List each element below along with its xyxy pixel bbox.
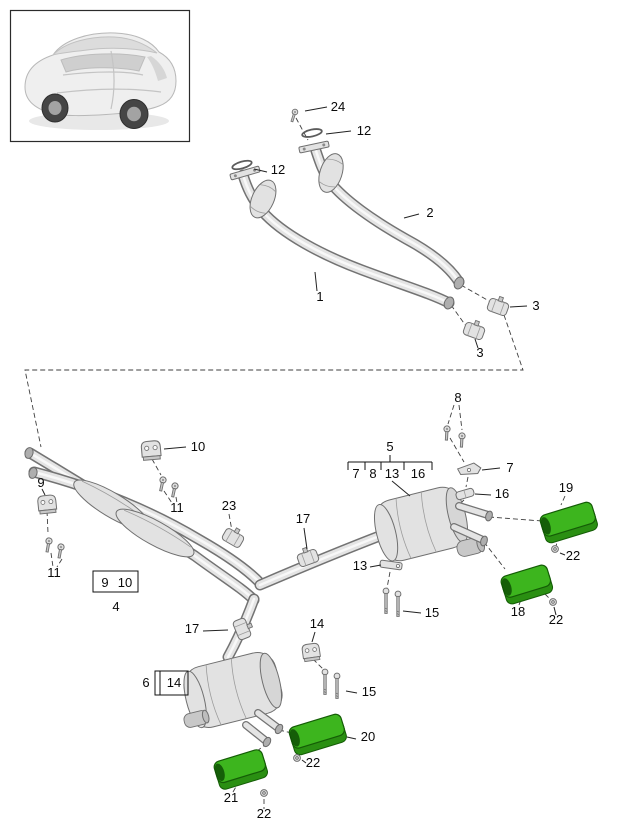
callouts: 24 12 12 2 1 3 3 8 10 7 5 7 8 13 16 16 9… (37, 99, 580, 821)
part-front-pipes (229, 108, 512, 342)
callout-15-right[interactable]: 15 (425, 605, 439, 620)
flange-right (298, 140, 330, 154)
bolt-8 (442, 425, 451, 441)
callout-2[interactable]: 2 (426, 205, 433, 220)
callout-8[interactable]: 8 (454, 390, 461, 405)
callout-17-mid[interactable]: 17 (296, 511, 310, 526)
callout-5-group-16[interactable]: 16 (411, 466, 425, 481)
highlighted-tips (213, 501, 598, 797)
callout-16[interactable]: 16 (495, 486, 509, 501)
callout-20[interactable]: 20 (361, 729, 375, 744)
callout-1[interactable]: 1 (316, 289, 323, 304)
tailpipe-end (274, 723, 284, 735)
callout-17-low[interactable]: 17 (185, 621, 199, 636)
callout-3-right[interactable]: 3 (532, 298, 539, 313)
bolt-15 (333, 672, 341, 699)
callout-6-group-14[interactable]: 14 (167, 675, 181, 690)
tailpipe-tip-19 (539, 501, 598, 544)
callout-21[interactable]: 21 (224, 790, 238, 805)
callout-11-left[interactable]: 11 (47, 565, 61, 580)
resonator-b (115, 508, 195, 558)
callout-4[interactable]: 4 (112, 599, 119, 614)
callout-14[interactable]: 14 (310, 616, 324, 631)
flange-left (229, 165, 261, 181)
clamp-3-lower (461, 317, 488, 342)
pipe-end (453, 276, 465, 290)
callout-6[interactable]: 6 (142, 675, 149, 690)
callout-9[interactable]: 9 (37, 475, 44, 490)
tailpipe-tip-18 (500, 564, 554, 605)
bolt-15 (394, 590, 402, 617)
bolt-11 (55, 542, 66, 559)
callout-22-18[interactable]: 22 (549, 612, 563, 627)
group-box-14 (159, 670, 189, 696)
part-front-silencer (24, 439, 396, 663)
callout-10[interactable]: 10 (191, 439, 205, 454)
vehicle-inset (9, 9, 191, 143)
callout-24[interactable]: 24 (331, 99, 345, 114)
callout-5[interactable]: 5 (386, 439, 393, 454)
bracket-16 (455, 487, 475, 501)
catalytic-converter-right (318, 153, 344, 193)
callout-4-group-10[interactable]: 10 (118, 575, 132, 590)
callout-5-group-13[interactable]: 13 (385, 466, 399, 481)
callout-19[interactable]: 19 (559, 480, 573, 495)
grouping-marks (92, 455, 433, 696)
tailpipe-tip-20 (288, 713, 347, 756)
nut-22 (293, 754, 301, 762)
bracket-14 (301, 642, 322, 663)
callout-13[interactable]: 13 (353, 558, 367, 573)
nut-22 (260, 789, 268, 797)
clamp-23 (220, 523, 248, 550)
callout-7[interactable]: 7 (506, 460, 513, 475)
callout-22-20[interactable]: 22 (306, 755, 320, 770)
hanger-bracket-9 (36, 494, 58, 515)
bolt-15 (321, 668, 329, 695)
tailpipe-tip-21 (213, 749, 269, 790)
tailpipe-end (262, 736, 272, 748)
callout-22-21[interactable]: 22 (257, 806, 271, 821)
clamp-3-upper (485, 293, 512, 318)
bolt-11 (43, 536, 54, 553)
tailpipe-end (480, 535, 488, 547)
callout-5-group-7[interactable]: 7 (352, 466, 359, 481)
callout-18[interactable]: 18 (511, 604, 525, 619)
callout-5-group-8[interactable]: 8 (369, 466, 376, 481)
callout-11-right[interactable]: 11 (170, 500, 184, 515)
callout-3-lower[interactable]: 3 (476, 345, 483, 360)
leader-lines (41, 106, 566, 764)
exhaust-flap-actuator (456, 536, 486, 557)
part-rear-muffler-lower (183, 642, 341, 748)
callout-23[interactable]: 23 (222, 498, 236, 513)
bolt-15 (382, 587, 390, 614)
part-rear-muffler-right (373, 425, 493, 617)
pipe-end (443, 296, 455, 310)
construction-lines (24, 117, 566, 809)
nut-22 (551, 545, 559, 553)
bolt-8 (457, 432, 466, 448)
bolt-11 (157, 475, 168, 493)
callout-12-left[interactable]: 12 (271, 162, 285, 177)
callout-15-low[interactable]: 15 (362, 684, 376, 699)
callout-12-top[interactable]: 12 (357, 123, 371, 138)
pipe-end (24, 447, 34, 459)
bracket-13 (379, 559, 403, 571)
pipe-end (28, 467, 38, 479)
hanger-bracket-10 (140, 439, 162, 462)
callout-22-19[interactable]: 22 (566, 548, 580, 563)
nut-22 (549, 598, 557, 606)
group-box-9-10 (92, 570, 139, 593)
vehicle-illustration (24, 32, 177, 130)
callout-4-group-9[interactable]: 9 (101, 575, 108, 590)
bolt-11 (169, 481, 180, 499)
catalytic-converter-left (249, 179, 277, 219)
bracket-7 (456, 462, 482, 476)
exhaust-flap-actuator (183, 709, 210, 728)
gasket-top (300, 126, 324, 140)
tailpipe-end (485, 510, 493, 522)
